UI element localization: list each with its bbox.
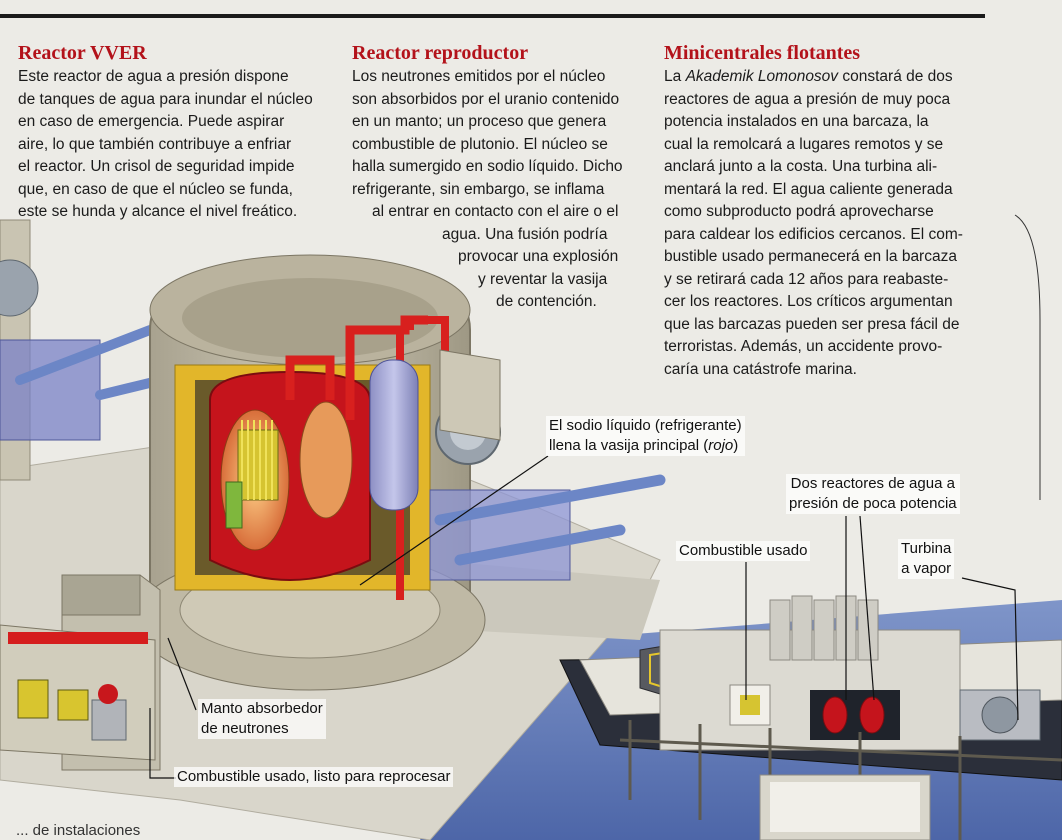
text-line: el reactor. Un crisol de seguridad impid… [18, 158, 295, 175]
intro-suffix: constará de dos [838, 68, 953, 85]
trailing-text: ... de instalaciones [16, 822, 141, 839]
text-line-intro: La Akademik Lomonosov constará de dos [664, 66, 964, 89]
label-text: llena la vasija principal ( [549, 437, 709, 454]
text-line: cual la remolcará a lugares remotos y se [664, 135, 944, 153]
vver-steam-generator [0, 259, 39, 317]
transfer-cask-cap [98, 684, 118, 704]
text-line: son absorbidos por el uranio contenido [352, 90, 620, 108]
ship-name: Akademik Lomonosov [685, 68, 839, 85]
text-line: este se hunda y alcance el nivel freátic… [18, 203, 298, 220]
label-neutron-blanket: Manto absorbedor de neutrones [198, 699, 326, 739]
text-line: en caso de emergencia. Puede aspirar [18, 113, 285, 130]
intermediate-heat-exchanger [299, 401, 353, 519]
text-line: y reventar la vasija [478, 270, 608, 288]
text-line: provocar una explosión [458, 248, 619, 265]
text-line: para caldear los edificios cercanos. El … [664, 225, 963, 243]
spent-fuel-rack [17, 679, 49, 719]
reprocessing-roof [61, 574, 141, 616]
fuel-rods [241, 420, 273, 500]
label-used-fuel-reprocess: Combustible usado, listo para reprocesar [174, 767, 454, 787]
cooling-pipe-2 [454, 524, 626, 566]
containment-roof-inner [182, 278, 438, 358]
section-vver-body: Este reactor de agua a presión dispone d… [18, 66, 338, 224]
section-breeder: Reactor reproductor Los neutrones emitid… [352, 42, 652, 314]
label-line: Manto absorbedor [201, 700, 323, 717]
label-text: ) [733, 437, 739, 454]
transfer-cask [91, 699, 127, 741]
text-line: combustible de plutonio. El núcleo se [352, 135, 608, 153]
text-line: de tanques de agua para inundar el núcle… [18, 90, 313, 108]
label-liquid-sodium: El sodio líquido (refrigerante) llena la… [546, 416, 745, 456]
page-curve-line [1014, 214, 1041, 500]
pump-building [439, 349, 501, 441]
text-line: terroristas. Además, un accidente provo- [664, 338, 943, 355]
text-line: Este reactor de agua a presión dispone [18, 68, 289, 85]
spent-fuel-rack-2 [57, 689, 89, 721]
cooling-pipe [434, 474, 666, 526]
label-steam-turbine: Turbina a vapor [898, 539, 955, 579]
text-line: caría una catástrofe marina. [664, 360, 857, 378]
label-line: llena la vasija principal (rojo) [549, 436, 742, 456]
text-line: que las barcazas pueden ser presa fácil … [664, 315, 960, 333]
shore-building-roof [770, 782, 920, 832]
barge-turbine [981, 696, 1019, 734]
section-vver-title: Reactor VVER [18, 42, 147, 64]
vver-pipe [15, 325, 155, 385]
section-breeder-title: Reactor reproductor [352, 42, 529, 64]
label-line: presión de poca potencia [789, 495, 957, 512]
neutron-blanket [225, 481, 243, 529]
label-line: a vapor [901, 560, 952, 577]
barge-fuel-block [740, 695, 760, 715]
text-line: anclará junto a la costa. Una turbina al… [664, 158, 938, 175]
text-line: reactores de agua a presión de muy poca [664, 90, 951, 108]
text-line: agua. Una fusión podría [442, 225, 608, 243]
text-line: potencia instalados en una barcaza, la [664, 113, 929, 130]
leader-lines [149, 455, 1019, 779]
text-line: de contención. [496, 293, 597, 310]
barge-reactor-2 [859, 696, 885, 734]
label-line: El sodio líquido (refrigerante) [549, 417, 742, 434]
top-rule [0, 14, 985, 18]
text-line: en un manto; un proceso que genera [352, 113, 607, 130]
text-line: y se retirará cada 12 años para reabaste… [664, 270, 949, 288]
text-line: al entrar en contacto con el aire o el [372, 203, 619, 220]
text-line: que, en caso de que el núcleo se funda, [18, 180, 293, 198]
label-two-reactors: Dos reactores de agua a presión de poca … [786, 474, 960, 514]
text-line: halla sumergido en sodio líquido. Dicho [352, 158, 623, 175]
text-line: refrigerante, sin embargo, se inflama [352, 180, 605, 198]
label-line: Turbina [901, 540, 952, 557]
text-line: mentará la red. El agua caliente generad… [664, 180, 953, 198]
sodium-pipe [285, 355, 335, 400]
label-text-italic: rojo [708, 437, 734, 454]
label-line: de neutrones [201, 720, 289, 737]
text-line: bustible usado permanecerá en la barcaza [664, 248, 957, 265]
intro-prefix: La [664, 68, 686, 85]
text-line: aire, lo que también contribuye a enfria… [18, 135, 292, 153]
section-floating: Minicentrales flotantes La Akademik Lomo… [664, 42, 964, 381]
barge-reactor-1 [822, 696, 848, 734]
barge-chimneys [769, 595, 879, 661]
reprocessing-crane [8, 632, 148, 644]
text-line: Los neutrones emitidos por el núcleo [352, 68, 606, 85]
section-floating-title: Minicentrales flotantes [664, 42, 861, 64]
text-line: como subproducto podrá aprovecharse [664, 203, 934, 220]
label-line: Dos reactores de agua a [790, 475, 955, 492]
section-floating-body: La Akademik Lomonosov constará de dos re… [664, 66, 964, 381]
label-used-fuel-barge: Combustible usado [676, 541, 811, 561]
text-line: cer los reactores. Los críticos argument… [664, 293, 953, 310]
section-breeder-body: Los neutrones emitidos por el núcleo son… [352, 66, 652, 314]
steam-generator-tank [369, 359, 419, 511]
section-vver: Reactor VVER Este reactor de agua a pres… [18, 42, 338, 224]
